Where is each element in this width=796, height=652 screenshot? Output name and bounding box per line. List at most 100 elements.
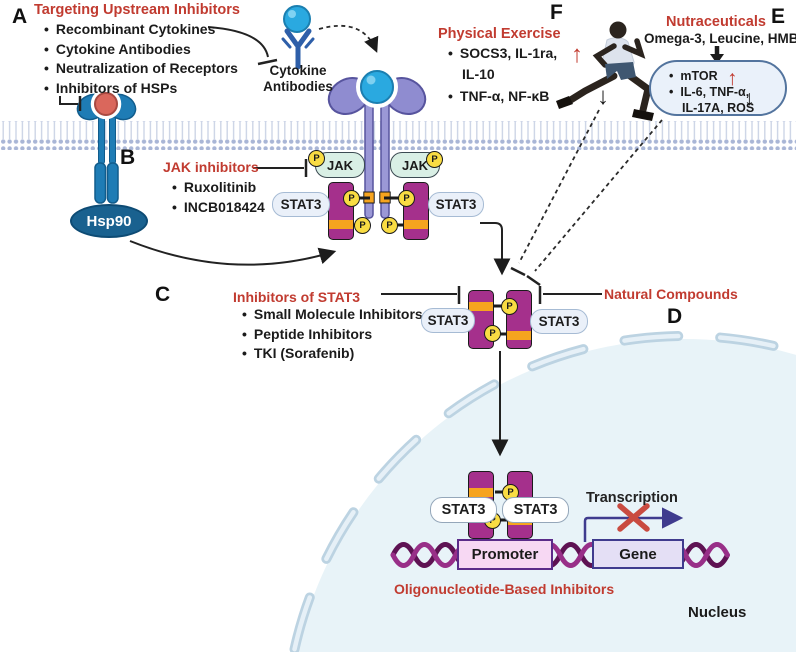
- panel-label-c: C: [155, 283, 171, 306]
- stat3-monomer: [403, 182, 429, 240]
- phospho-badge: P: [381, 217, 398, 234]
- cytokine-antibodies-line1: Cytokine: [269, 63, 327, 78]
- stat3-stripe: [507, 331, 531, 340]
- hsp-receptor-icon: [76, 88, 137, 204]
- cytokine-ball-icon: [283, 5, 311, 33]
- runner-icon: [556, 21, 654, 121]
- gene-label: Gene: [619, 545, 657, 563]
- nutra-increased: mTOR: [669, 69, 717, 83]
- upstream-item: Cytokine Antibodies: [44, 40, 238, 60]
- hsp-inhibitor-line: [59, 96, 78, 105]
- stat3-label: STAT3: [513, 502, 558, 518]
- natural-compounds-title: Natural Compounds: [604, 286, 738, 302]
- stat3-inhibitor-item: Small Molecule Inhibitors: [242, 305, 423, 325]
- nucleus-region: [288, 331, 796, 652]
- stat3-stripe: [404, 220, 428, 229]
- plasma-membrane: [0, 121, 796, 150]
- stat3-label: STAT3: [435, 197, 477, 212]
- phospho-badge: P: [426, 151, 443, 168]
- exercise-decreased: TNF-α, NF-κB: [448, 88, 550, 104]
- gene-box: Gene: [592, 539, 684, 569]
- panel-label-e: E: [771, 5, 786, 28]
- phospho-badge: P: [501, 298, 518, 315]
- pathway-lines: [59, 26, 602, 457]
- stat3-stripe: [469, 488, 493, 497]
- phospho-label: P: [386, 220, 393, 231]
- jak-label: JAK: [326, 157, 353, 173]
- nucleus-label: Nucleus: [688, 604, 746, 621]
- exercise-increased-cont: IL-10: [462, 66, 495, 82]
- nutra-decreased-cont: IL-17A, ROS: [682, 101, 755, 115]
- stat3-label: STAT3: [441, 502, 486, 518]
- phospho-badge: P: [484, 325, 501, 342]
- phospho-label: P: [403, 193, 410, 204]
- panel-label-f: F: [550, 1, 563, 24]
- phospho-badge: P: [308, 150, 325, 167]
- upstream-item: Recombinant Cytokines: [44, 20, 238, 40]
- dashed-lines: [318, 24, 663, 272]
- nucleus-text: Nucleus: [688, 604, 747, 621]
- panel-label-b: B: [120, 146, 136, 169]
- phospho-badge: P: [354, 217, 371, 234]
- antibody-to-receptor-arrow: [318, 24, 379, 53]
- cytokine-antibodies-label: Cytokine Antibodies: [246, 63, 350, 95]
- nutraceuticals-title: Nutraceuticals: [666, 14, 766, 30]
- jak-inhibitors-list: Ruxolitinib INCB018424: [172, 178, 265, 217]
- upstream-item: Neutralization of Receptors: [44, 59, 238, 79]
- cytokine-receptor-icon: [327, 66, 427, 219]
- stat3-tag: STAT3: [502, 497, 569, 523]
- nutraceuticals-subtitle: Omega-3, Leucine, HMB: [644, 31, 796, 46]
- phospho-label: P: [431, 154, 438, 165]
- phospho-label: P: [348, 193, 355, 204]
- hsp90-molecule: Hsp90: [70, 204, 148, 238]
- transcription-arrow: [583, 507, 684, 542]
- panel-label-d: D: [667, 305, 683, 328]
- stat3-stripe: [469, 302, 493, 311]
- hsp90-to-complex-arrow: [129, 240, 337, 266]
- phospho-badge: P: [343, 190, 360, 207]
- hsp90-label: Hsp90: [86, 212, 132, 230]
- stat3-label: STAT3: [538, 314, 580, 329]
- phospho-label: P: [489, 328, 496, 339]
- cytokine-antibodies-line2: Antibodies: [263, 79, 333, 94]
- stat3-tag: STAT3: [530, 309, 588, 334]
- physical-exercise-title: Physical Exercise: [438, 26, 561, 42]
- phospho-label: P: [507, 487, 514, 498]
- stat3-tag: STAT3: [430, 497, 497, 523]
- complex-to-dimer-arrow: [480, 222, 511, 276]
- cytokine-ball-icon: [360, 70, 394, 104]
- jak-inhibitors-title: JAK inhibitors: [163, 159, 259, 175]
- stat3-label: STAT3: [280, 197, 322, 212]
- nutraceutical-down-arrow: [710, 46, 724, 64]
- stat3-label: STAT3: [427, 313, 469, 328]
- phospho-label: P: [359, 220, 366, 231]
- promoter-box: Promoter: [457, 539, 553, 570]
- up-arrow-icon: ↑: [571, 41, 583, 68]
- tbar-icon: [510, 266, 526, 277]
- stat3-stripe: [329, 220, 353, 229]
- nutraceutical-effects-box: mTOR IL-6, TNF-α, IL-17A, ROS ↑ ↓: [649, 60, 787, 116]
- stat3-tag: STAT3: [272, 192, 330, 217]
- down-arrow-icon: ↓: [744, 87, 755, 110]
- panel-label-a: A: [12, 5, 28, 28]
- down-arrow-icon: ↓: [597, 83, 609, 110]
- stat3-inhibitor-item: Peptide Inhibitors: [242, 325, 423, 345]
- nutraceutical-to-dimer-line: [534, 119, 663, 272]
- phospho-label: P: [489, 515, 496, 526]
- transcription-label: Transcription: [586, 490, 678, 506]
- stat3-tag: STAT3: [421, 308, 475, 333]
- dashed-tbars: [510, 266, 541, 287]
- red-x-icon: [617, 503, 650, 532]
- upstream-item: Inhibitors of HSPs: [44, 79, 238, 99]
- oligonucleotide-title: Oligonucleotide-Based Inhibitors: [394, 581, 615, 597]
- stat3-inhibitors-list: Small Molecule Inhibitors Peptide Inhibi…: [242, 305, 423, 364]
- tbar-icon: [257, 58, 278, 66]
- tbar-icon: [526, 274, 541, 287]
- stat3-inhibitor-item: TKI (Sorafenib): [242, 344, 423, 364]
- exercise-increased: SOCS3, IL-1ra,: [448, 45, 557, 61]
- stat3-inhibitors-title: Inhibitors of STAT3: [233, 289, 361, 305]
- exercise-to-dimer-line: [518, 109, 600, 264]
- phospho-badge: P: [398, 190, 415, 207]
- jak-label: JAK: [401, 157, 428, 173]
- cytokine-antibody-icon: [281, 5, 315, 70]
